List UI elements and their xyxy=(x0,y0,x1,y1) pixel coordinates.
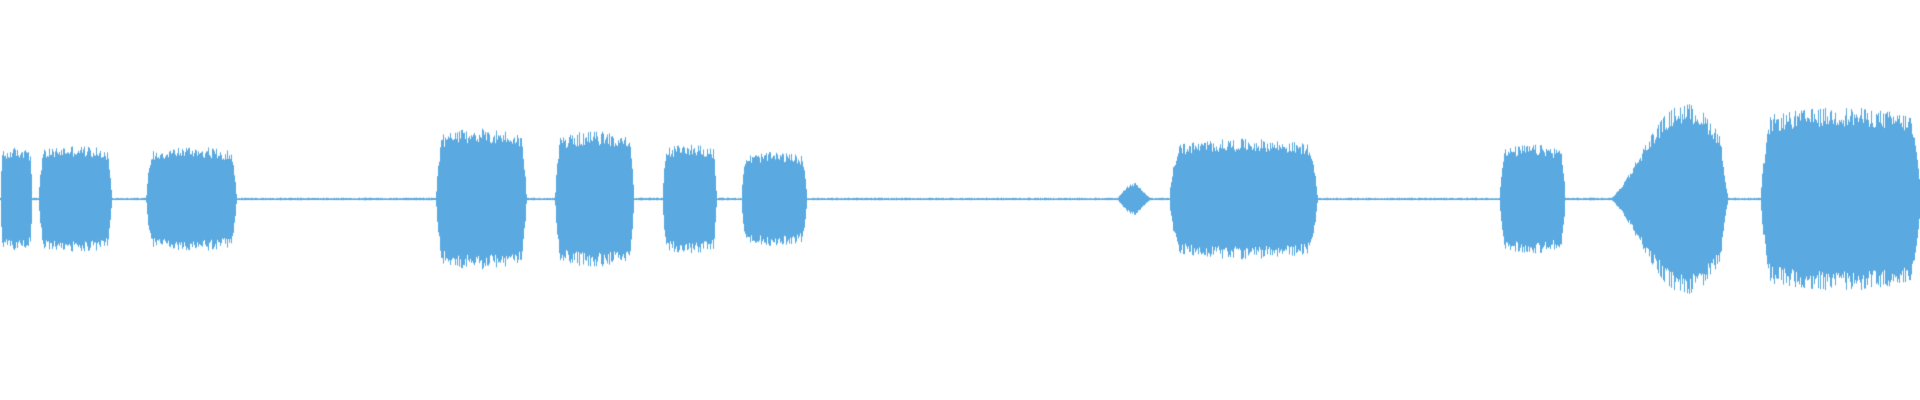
audio-waveform[interactable] xyxy=(0,0,1920,400)
